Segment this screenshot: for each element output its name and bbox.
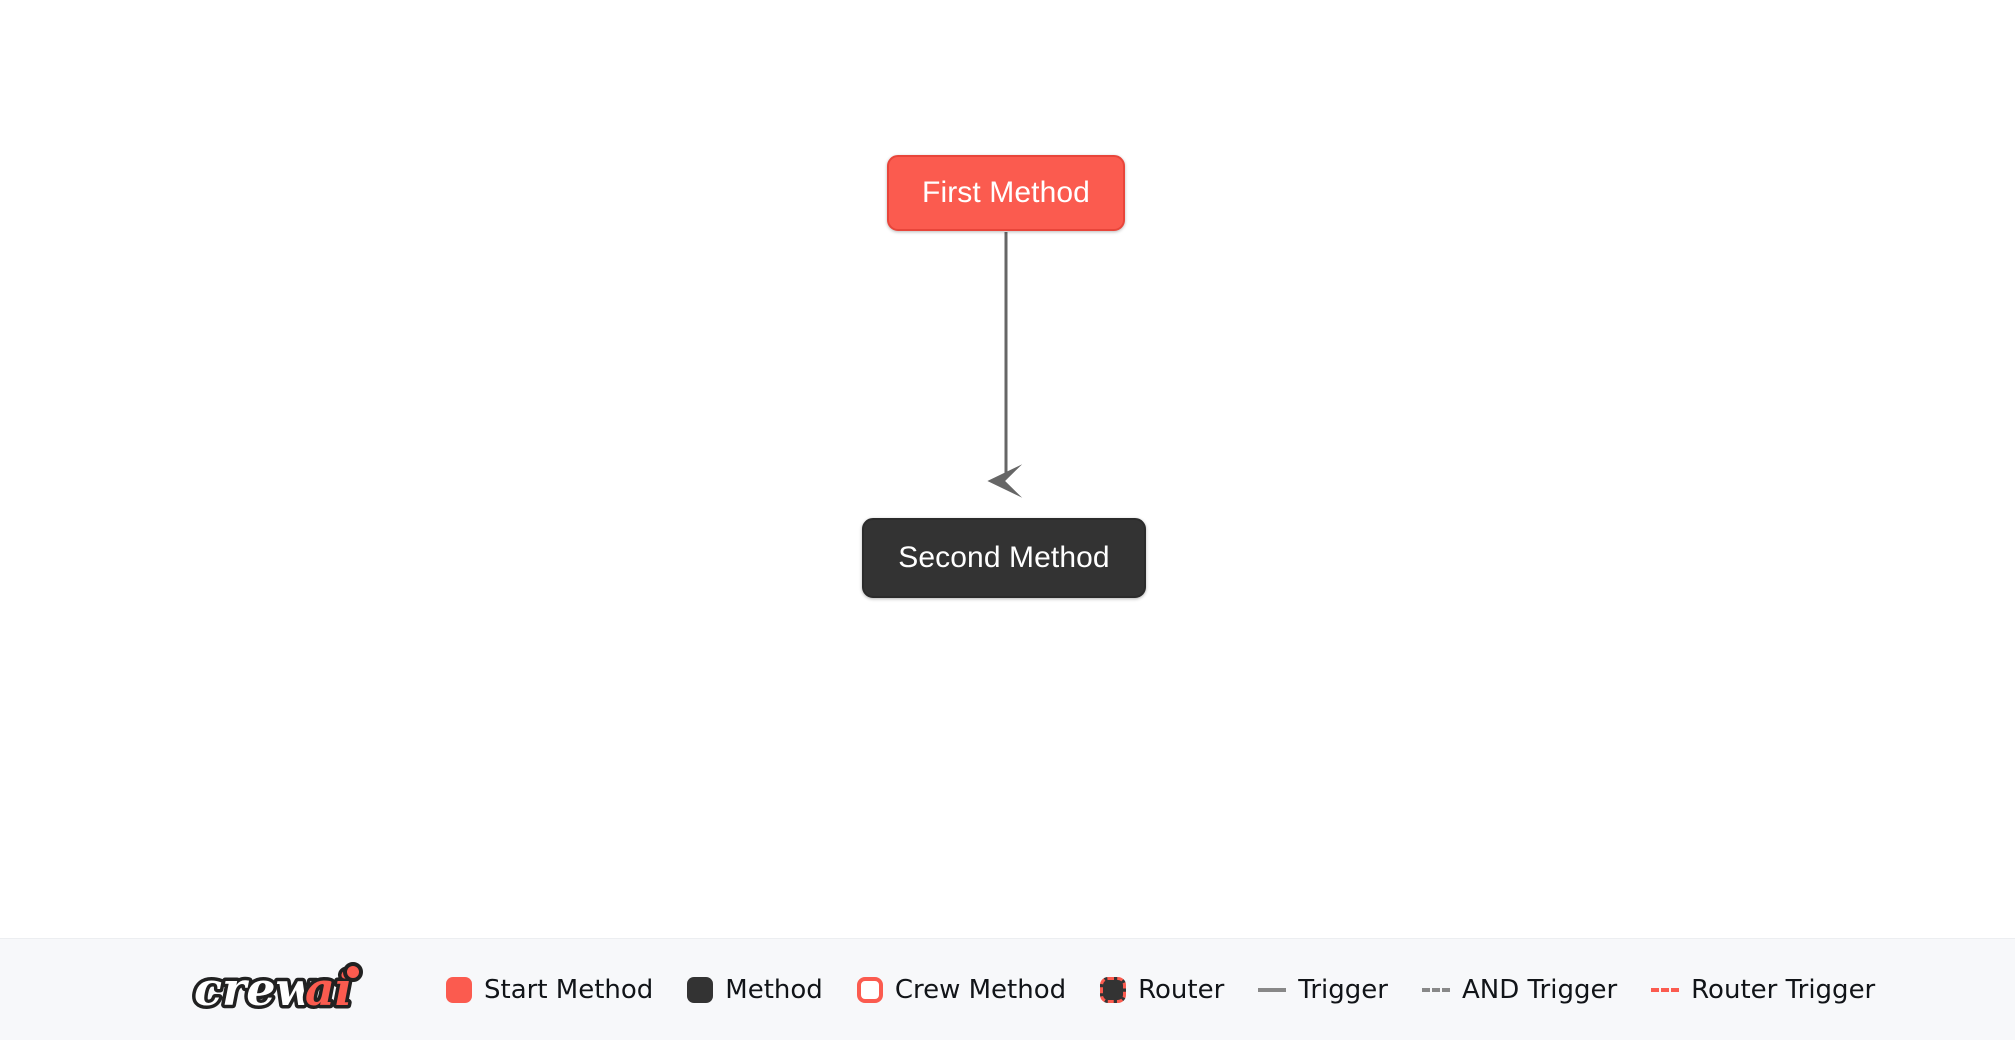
method-swatch-icon <box>687 976 714 1003</box>
router-trigger-line-icon <box>1651 987 1680 992</box>
crewai-logo-dot <box>343 961 363 982</box>
legend-item-trigger: Trigger <box>1258 975 1388 1005</box>
legend-item-and-trigger: AND Trigger <box>1421 974 1618 1005</box>
legend-item-crew-method: Crew Method <box>856 974 1067 1005</box>
flow-node-second-method[interactable]: Second Method <box>862 518 1146 598</box>
legend-item-start-method: Start Method <box>446 975 653 1005</box>
flow-node-label: Second Method <box>898 541 1110 574</box>
start-method-swatch-icon <box>446 976 472 1003</box>
legend-items-container: crew ai Start Method Method Crew Method … <box>190 959 1909 1021</box>
legend-item-label: Trigger <box>1298 974 1388 1005</box>
legend-item-method: Method <box>687 975 823 1005</box>
edge-layer <box>987 232 1023 498</box>
flow-node-label: First Method <box>922 176 1090 209</box>
crew-method-swatch-icon <box>856 976 883 1003</box>
legend-item-router: Router <box>1100 975 1224 1005</box>
legend-item-label: Crew Method <box>894 974 1067 1005</box>
legend-item-router-trigger: Router Trigger <box>1651 975 1875 1005</box>
legend-bar: crew ai Start Method Method Crew Method … <box>0 938 2015 1040</box>
legend-item-label: Router Trigger <box>1691 974 1876 1005</box>
legend-item-label: Method <box>725 974 823 1005</box>
legend-item-label: Router <box>1138 974 1225 1005</box>
legend-item-label: Start Method <box>484 974 654 1005</box>
and-trigger-line-icon <box>1421 987 1450 992</box>
trigger-line-icon <box>1258 987 1287 992</box>
crewai-logo-word-crew: crew <box>194 962 317 1016</box>
flow-canvas[interactable]: First Method Second Method <box>0 0 2015 938</box>
legend-item-label: AND Trigger <box>1461 974 1618 1005</box>
router-swatch-icon <box>1100 976 1127 1003</box>
flow-node-first-method[interactable]: First Method <box>887 155 1125 231</box>
crewai-logo: crew ai <box>191 959 363 1019</box>
